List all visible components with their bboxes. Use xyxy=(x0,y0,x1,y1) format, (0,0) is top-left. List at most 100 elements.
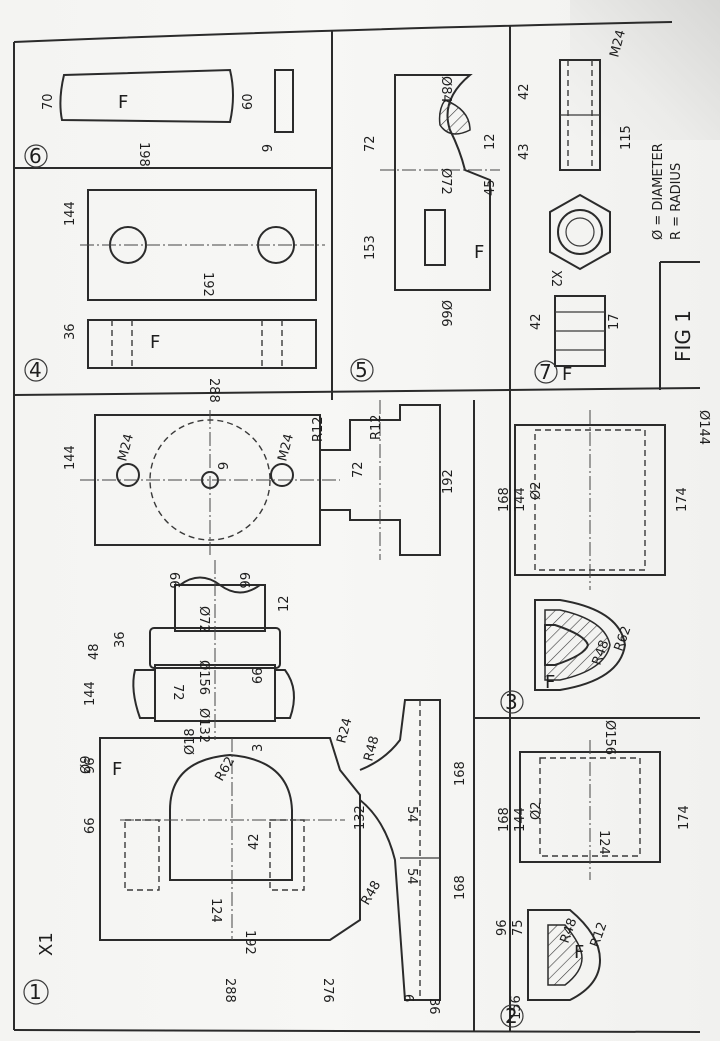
svg-text:Ø = DIAMETER: Ø = DIAMETER xyxy=(651,143,666,240)
svg-text:45: 45 xyxy=(483,179,498,196)
svg-text:F: F xyxy=(545,672,555,693)
svg-text:6: 6 xyxy=(400,994,415,1002)
svg-text:17: 17 xyxy=(607,313,622,330)
svg-text:174: 174 xyxy=(677,805,692,830)
svg-text:X2: X2 xyxy=(548,270,563,287)
svg-text:198: 198 xyxy=(136,142,151,167)
svg-text:54: 54 xyxy=(404,806,419,823)
part-number-2: 2 xyxy=(500,1004,524,1028)
svg-text:12: 12 xyxy=(277,595,292,612)
svg-text:3: 3 xyxy=(505,690,518,714)
svg-text:Ø72: Ø72 xyxy=(196,606,211,633)
figure-label: FIG 1 xyxy=(671,310,695,362)
svg-text:42: 42 xyxy=(517,83,532,100)
svg-text:4: 4 xyxy=(29,358,42,382)
svg-text:9: 9 xyxy=(217,462,232,470)
svg-text:X1: X1 xyxy=(36,932,57,956)
svg-text:F: F xyxy=(118,92,128,113)
svg-text:1: 1 xyxy=(29,980,42,1004)
svg-text:66: 66 xyxy=(83,817,98,834)
svg-text:192: 192 xyxy=(242,930,257,955)
svg-text:5: 5 xyxy=(355,358,368,382)
svg-text:36: 36 xyxy=(63,323,78,340)
svg-text:Ø156: Ø156 xyxy=(196,660,211,695)
svg-text:F: F xyxy=(562,364,572,385)
svg-text:FIG 1: FIG 1 xyxy=(671,310,695,362)
svg-text:75: 75 xyxy=(511,919,526,936)
svg-text:288: 288 xyxy=(206,378,221,403)
part-number-3: 3 xyxy=(500,690,524,714)
svg-text:Ø9: Ø9 xyxy=(79,755,94,774)
svg-text:42: 42 xyxy=(247,833,262,850)
svg-text:48: 48 xyxy=(87,643,102,660)
part-1-plan-view: 144 M24 M24 9 R12 R12 72 192 xyxy=(63,400,456,560)
svg-text:R24: R24 xyxy=(334,716,355,745)
part-number-7: 7 xyxy=(534,360,558,384)
svg-text:Ø66: Ø66 xyxy=(438,300,453,327)
svg-text:3: 3 xyxy=(251,744,266,752)
part-6-views: 198 70 60 6 F xyxy=(41,68,294,167)
sheet-border xyxy=(13,21,701,1033)
svg-text:Ø72: Ø72 xyxy=(438,168,453,195)
svg-text:42: 42 xyxy=(529,313,544,330)
part-3-views: Ø156 R48 R62 168 144 Ø2 174 Ø144 F xyxy=(497,410,711,755)
svg-text:36: 36 xyxy=(426,998,441,1015)
svg-text:6: 6 xyxy=(29,144,42,168)
svg-text:66: 66 xyxy=(236,572,251,589)
svg-text:F: F xyxy=(150,332,160,353)
svg-text:F: F xyxy=(474,242,484,263)
svg-text:Ø18: Ø18 xyxy=(183,728,198,755)
svg-text:M24: M24 xyxy=(115,432,137,463)
part-number-4: 4 xyxy=(24,358,48,382)
svg-text:Ø2: Ø2 xyxy=(529,801,544,820)
svg-text:Ø144: Ø144 xyxy=(696,410,711,445)
svg-text:R62: R62 xyxy=(212,754,238,784)
part-1-side-view: 72 66 48 36 Ø132 Ø156 Ø72 12 66 66 xyxy=(87,560,295,743)
part-7-views: 42 43 M24 115 X2 42 17 F xyxy=(517,28,634,385)
part-2-views: 156 96 75 R48 R12 168 144 Ø2 124 174 F xyxy=(495,740,692,1020)
part-1-front-view: 192 124 288 276 36 6 66 96 144 Ø9 42 R62… xyxy=(36,681,468,1014)
svg-text:60: 60 xyxy=(241,93,256,110)
svg-text:M24: M24 xyxy=(607,28,629,59)
svg-text:72: 72 xyxy=(351,461,366,478)
svg-text:R48: R48 xyxy=(361,734,382,763)
svg-text:96: 96 xyxy=(83,757,98,774)
svg-text:Ø2: Ø2 xyxy=(529,481,544,500)
svg-text:124: 124 xyxy=(208,898,223,923)
svg-text:174: 174 xyxy=(675,487,690,512)
svg-text:12: 12 xyxy=(483,133,498,150)
svg-text:R12: R12 xyxy=(369,414,384,440)
svg-text:R12: R12 xyxy=(588,920,611,949)
svg-text:144: 144 xyxy=(513,487,528,512)
svg-text:6: 6 xyxy=(258,144,273,152)
legend: Ø = DIAMETER R = RADIUS xyxy=(651,143,684,240)
svg-text:Ø84: Ø84 xyxy=(438,76,453,103)
svg-text:168: 168 xyxy=(497,807,512,832)
svg-text:F: F xyxy=(574,942,584,963)
part-number-6: 6 xyxy=(24,144,48,168)
svg-text:192: 192 xyxy=(200,272,215,297)
svg-text:72: 72 xyxy=(363,135,378,152)
svg-text:43: 43 xyxy=(517,143,532,160)
part-4-views: 288 36 144 192 F xyxy=(63,189,325,403)
svg-text:7: 7 xyxy=(539,360,552,384)
svg-text:96: 96 xyxy=(495,919,510,936)
svg-text:Ø132: Ø132 xyxy=(196,708,211,743)
svg-text:F: F xyxy=(112,759,122,780)
svg-text:36: 36 xyxy=(113,631,128,648)
svg-text:70: 70 xyxy=(41,93,56,110)
svg-text:144: 144 xyxy=(63,445,78,470)
part-number-1: 1 xyxy=(23,979,49,1005)
svg-text:144: 144 xyxy=(513,807,528,832)
svg-text:192: 192 xyxy=(441,469,456,494)
svg-text:156: 156 xyxy=(509,995,524,1020)
part-number-5: 5 xyxy=(350,358,374,382)
svg-text:66: 66 xyxy=(166,572,181,589)
svg-text:153: 153 xyxy=(363,235,378,260)
svg-text:124: 124 xyxy=(596,830,611,855)
svg-text:72: 72 xyxy=(170,684,185,701)
svg-text:168: 168 xyxy=(453,875,468,900)
svg-text:R62: R62 xyxy=(612,624,635,653)
